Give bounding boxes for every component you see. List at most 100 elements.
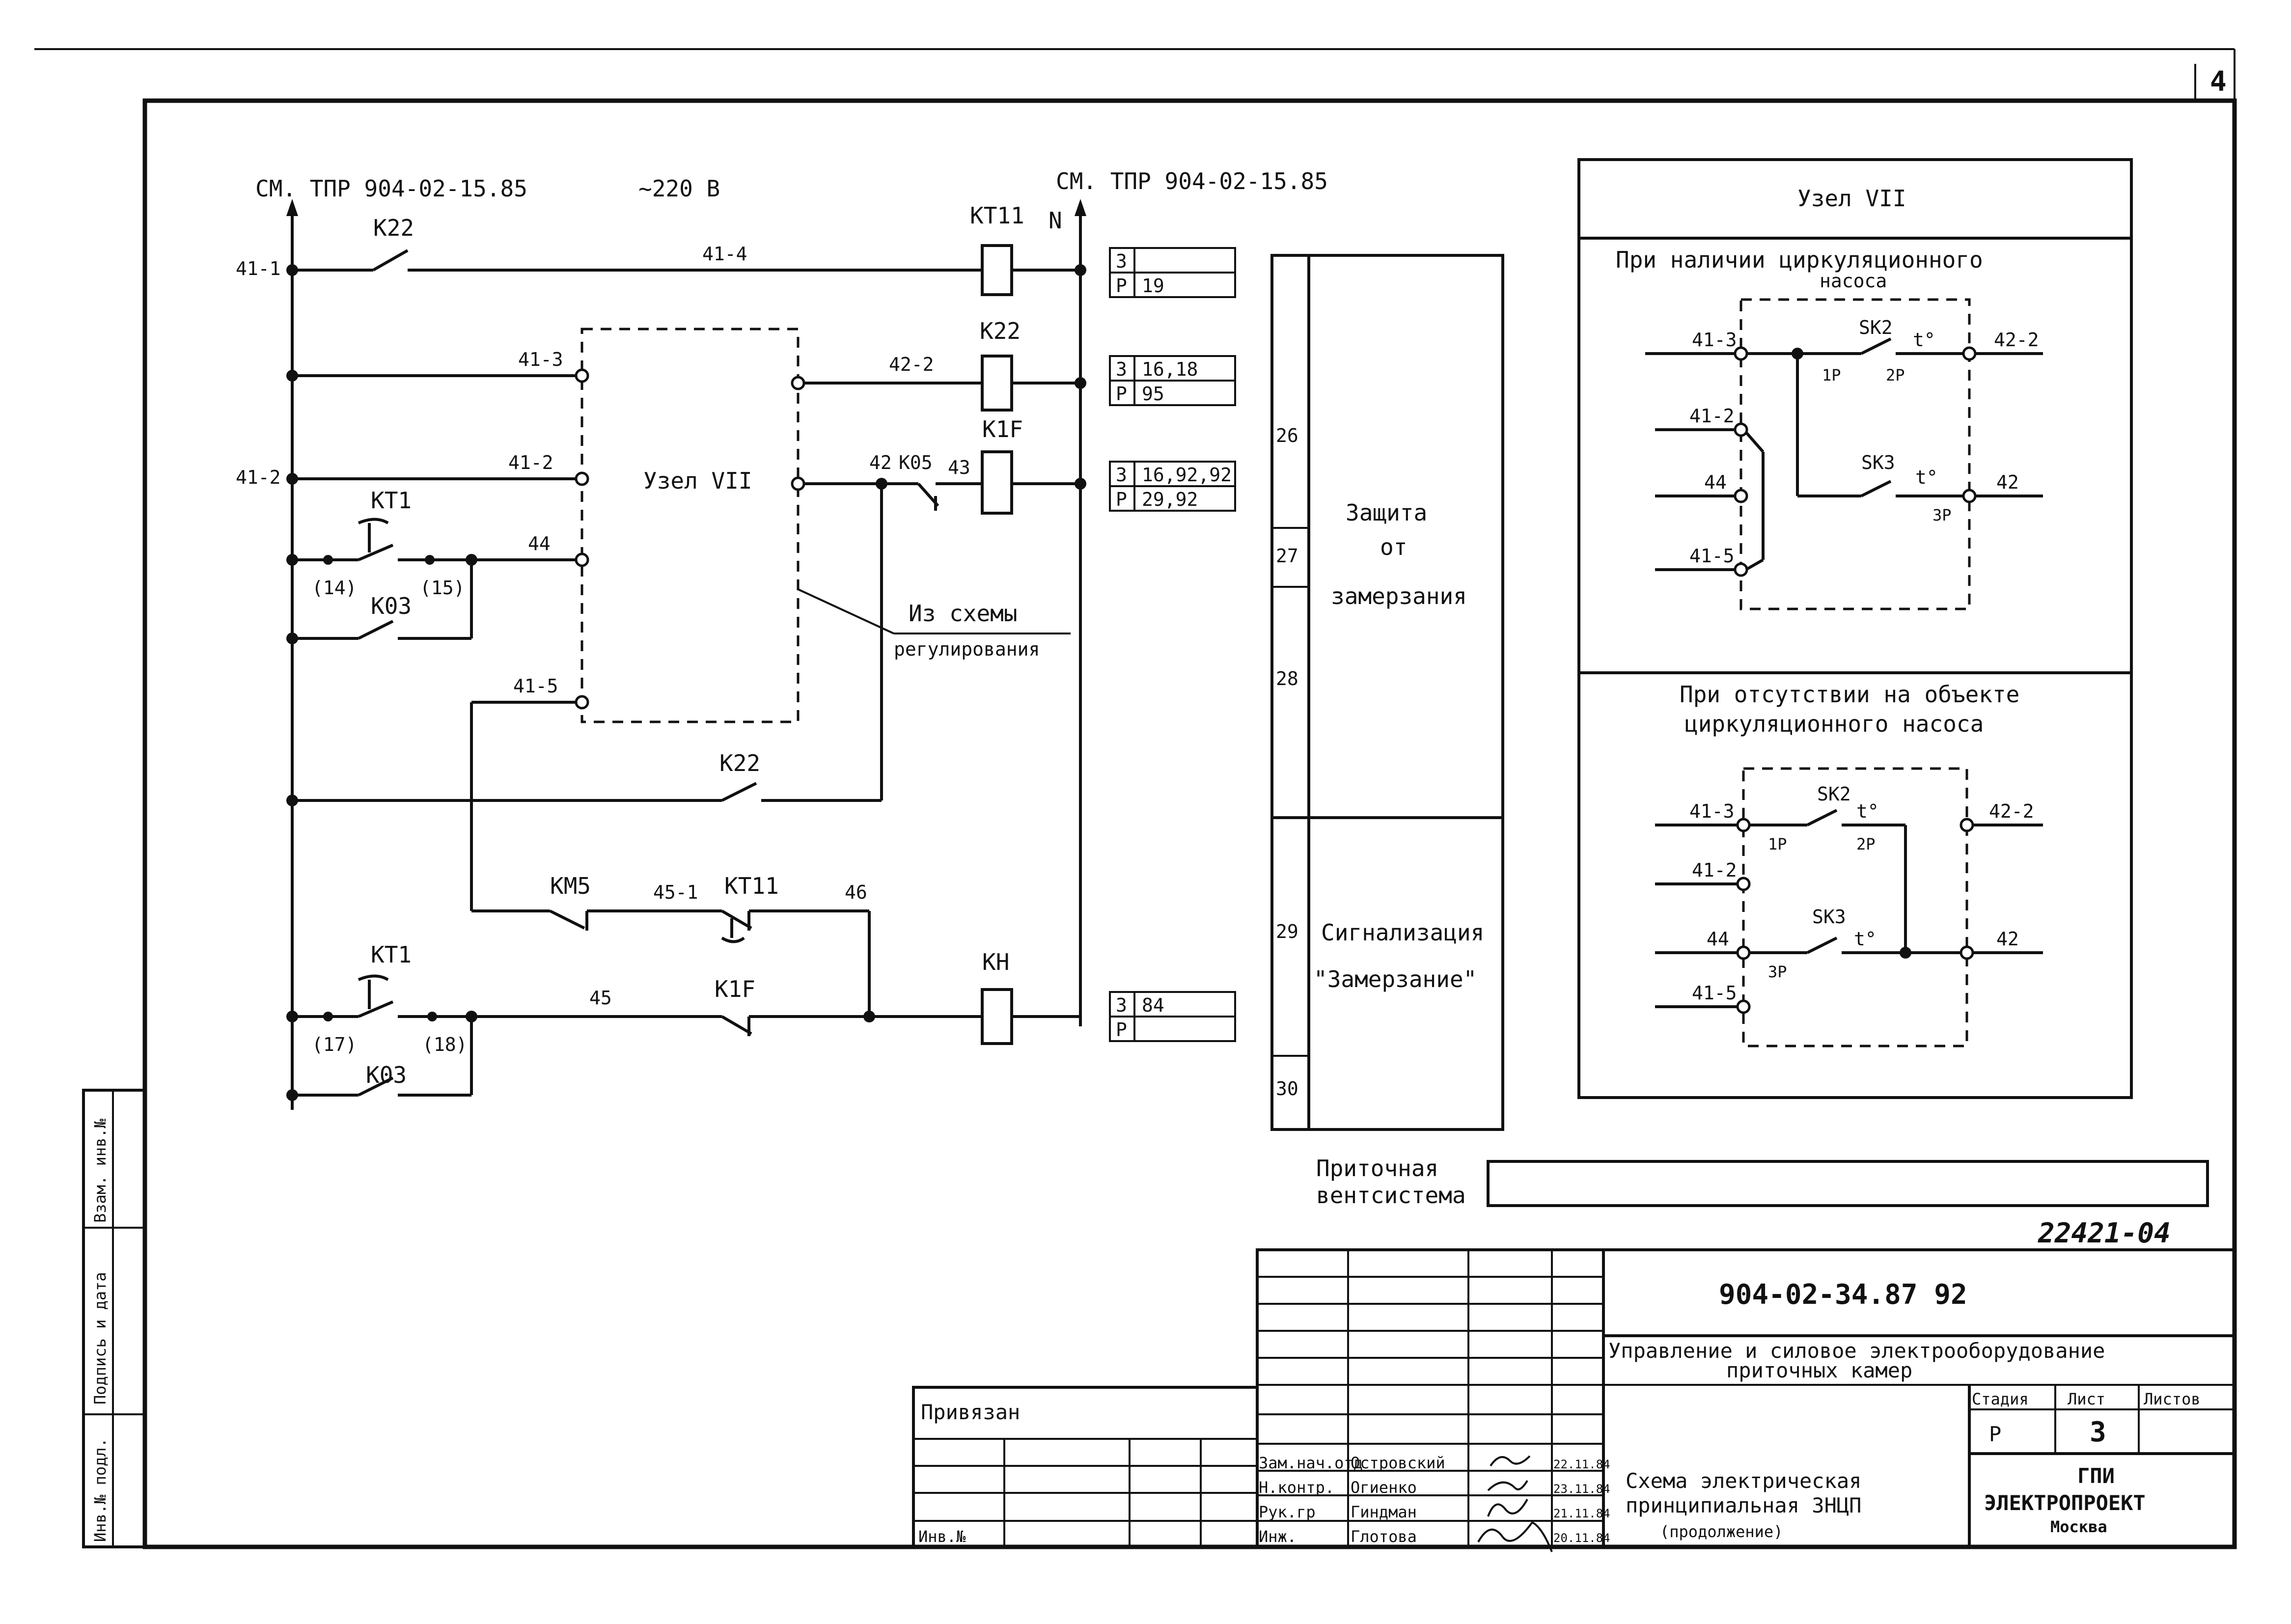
svg-text:2P: 2P: [1856, 835, 1876, 853]
rung-k1f-coil: 41-2 41-2 42 K05 43 K1F: [236, 416, 1086, 515]
wire-46: 46: [845, 881, 867, 903]
svg-text:t°: t°: [1913, 329, 1935, 351]
svg-text:P: P: [1116, 275, 1127, 297]
coil-kt11-label: KT11: [970, 202, 1024, 229]
svg-text:3: 3: [2090, 1416, 2106, 1448]
coil-kh-label: KH: [982, 949, 1009, 975]
tb-doc-2: принципиальная ЗНЦП: [1626, 1493, 1861, 1517]
tb-inv: Инв.№: [918, 1527, 966, 1546]
signal-label-2: "Замерзание": [1314, 966, 1477, 992]
wire-44: 44: [528, 533, 551, 554]
svg-text:3P: 3P: [1932, 506, 1952, 524]
vent-label-1: Приточная: [1316, 1155, 1438, 1182]
voltage-label: ~220 В: [638, 175, 720, 202]
svg-text:SK3: SK3: [1861, 452, 1895, 473]
svg-text:Глотова: Глотова: [1351, 1527, 1417, 1546]
svg-text:42-2: 42-2: [1994, 329, 2039, 351]
svg-text:44: 44: [1704, 471, 1727, 493]
svg-text:84: 84: [1142, 994, 1164, 1016]
contact-k22-top: K22: [373, 215, 414, 241]
node-18: (18): [422, 1034, 468, 1055]
row-30: 30: [1276, 1078, 1298, 1100]
svg-text:t°: t°: [1856, 800, 1879, 822]
svg-text:1P: 1P: [1768, 835, 1787, 853]
function-table: 26 27 28 29 30 Защита от замерзания Сигн…: [1270, 254, 1504, 1131]
node-vii-detail: Узел VII При наличии циркуляционного нас…: [1577, 158, 2133, 1099]
svg-text:3: 3: [1116, 358, 1127, 380]
svg-text:Стадия: Стадия: [1972, 1390, 2029, 1408]
svg-text:41-3: 41-3: [1692, 329, 1737, 351]
wire-41-1: 41-1: [236, 258, 281, 279]
node-15: (15): [420, 577, 465, 599]
node-vii-label: Узел VII: [643, 468, 752, 494]
svg-text:42: 42: [1996, 928, 2019, 950]
case1-schematic: 41-3 41-2 44 41-5 SK2 t° 1P 2P 42-2 SK3 …: [1645, 298, 2043, 610]
svg-text:Инж.: Инж.: [1259, 1527, 1297, 1546]
tb-org-1: ГПИ: [2077, 1464, 2115, 1488]
case1-title-1: При наличии циркуляционного: [1616, 247, 1983, 273]
terminal-ref-1: 3 P 19: [1109, 247, 1236, 298]
vent-system: Приточная вентсистема: [1316, 1155, 2209, 1209]
svg-text:44: 44: [1707, 928, 1729, 950]
contact-k03-b-label: K03: [366, 1062, 407, 1088]
svg-text:P: P: [1116, 1019, 1127, 1041]
svg-text:23.11.84: 23.11.84: [1553, 1482, 1610, 1496]
svg-text:Листов: Листов: [2144, 1390, 2201, 1408]
svg-text:3: 3: [1116, 250, 1127, 272]
svg-text:41-5: 41-5: [1689, 545, 1735, 567]
title-block: 904-02-34.87 92 Управление и силовое эле…: [912, 1248, 2236, 1552]
row-26: 26: [1276, 425, 1298, 446]
vent-label-2: вентсистема: [1316, 1182, 1466, 1209]
svg-text:Зам.нач.отд: Зам.нач.отд: [1259, 1454, 1363, 1472]
ref-left: СМ. ТПР 904-02-15.85: [255, 175, 527, 202]
tb-title-2: приточных камер: [1726, 1358, 1912, 1382]
neutral-label: N: [1049, 207, 1062, 234]
stamp-inv-podl: Инв.№ подл.: [91, 1438, 110, 1542]
wire-41-2: 41-2: [508, 452, 553, 473]
svg-text:Рук.гр: Рук.гр: [1259, 1503, 1316, 1521]
regulation-label: регулирования: [894, 638, 1040, 660]
svg-text:41-3: 41-3: [1689, 800, 1735, 822]
from-scheme-label: Из схемы: [909, 600, 1018, 627]
tb-doc-1: Схема электрическая: [1626, 1469, 1861, 1493]
case1-title-2: насоса: [1820, 270, 1887, 292]
wire-41-2-left: 41-2: [236, 467, 281, 488]
node-17: (17): [312, 1034, 357, 1055]
terminal-ref-boxes: 3 P 19 3 16,18 P 95 3 16,92,92 P 29,92 3: [1109, 247, 1236, 1042]
wire-41-5: 41-5: [513, 675, 558, 697]
node-detail-title: Узел VII: [1797, 185, 1906, 212]
rung-km5-kt11: KM5 45-1 KT11 46: [471, 873, 871, 1017]
svg-text:t°: t°: [1854, 928, 1877, 950]
node-vii-box: Узел VII Из схемы регулирования: [580, 328, 1071, 723]
wire-45: 45: [589, 987, 612, 1009]
svg-text:21.11.84: 21.11.84: [1553, 1507, 1610, 1520]
svg-text:3: 3: [1116, 464, 1127, 486]
contact-kt1-a-label: KT1: [371, 487, 412, 514]
svg-text:Островский: Островский: [1351, 1454, 1445, 1472]
protect-label-3: замерзания: [1331, 583, 1467, 609]
svg-text:2P: 2P: [1886, 366, 1905, 385]
svg-text:41-2: 41-2: [1692, 859, 1737, 881]
svg-text:SK2: SK2: [1817, 783, 1851, 805]
wire-41-3: 41-3: [518, 349, 563, 370]
wire-41-5-run: 41-5: [470, 675, 589, 911]
ref-right: СМ. ТПР 904-02-15.85: [1056, 168, 1328, 194]
tb-org-2: ЭЛЕКТРОПРОЕКТ: [1984, 1491, 2146, 1515]
svg-text:3: 3: [1116, 994, 1127, 1016]
wire-45-1: 45-1: [653, 881, 698, 903]
svg-text:22.11.84: 22.11.84: [1553, 1458, 1610, 1471]
svg-text:42: 42: [1996, 471, 2019, 493]
contact-k05-label: K05: [899, 452, 933, 473]
rung-kh: KT1 (17) (18) 45 K1F KH K03: [286, 941, 1082, 1101]
case2-schematic: 41-3 41-2 44 41-5 SK2 t° 1P 2P 42-2 SK3 …: [1655, 767, 2043, 1047]
svg-text:42-2: 42-2: [1989, 800, 2034, 822]
contact-kt11-label: KT11: [724, 873, 779, 899]
tb-org-3: Москва: [2050, 1517, 2107, 1536]
svg-text:41-5: 41-5: [1692, 982, 1737, 1004]
svg-text:1P: 1P: [1822, 366, 1841, 385]
coil-k1f-label: K1F: [982, 416, 1023, 442]
protect-label-1: Защита: [1346, 499, 1427, 526]
row-27: 27: [1276, 545, 1298, 567]
case2-title-1: При отсутствии на объекте: [1680, 681, 2019, 708]
terminal-ref-2: 3 16,18 P 95: [1109, 355, 1236, 406]
